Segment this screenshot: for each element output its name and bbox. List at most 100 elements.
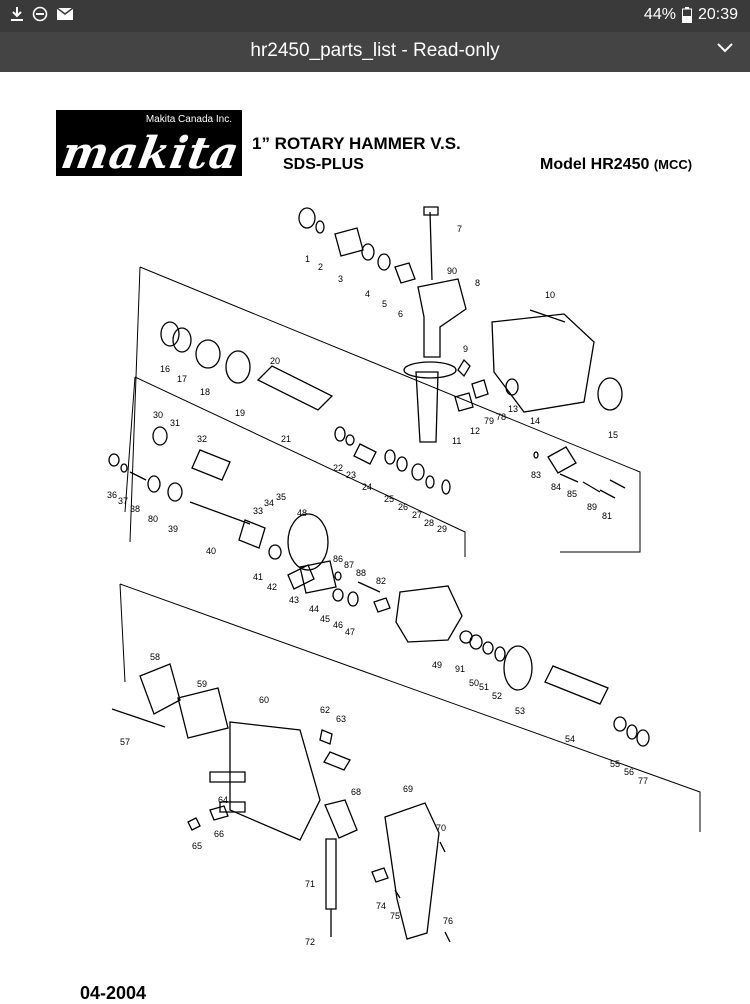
part-label: 34 [264, 498, 274, 508]
chevron-down-icon[interactable] [716, 42, 734, 54]
part-label: 11 [452, 436, 461, 446]
part-label: 89 [587, 502, 597, 512]
part-label: 91 [455, 664, 465, 674]
part-label: 63 [336, 714, 346, 724]
part-label: 71 [305, 879, 315, 889]
part-label: 74 [376, 901, 386, 911]
part-label: 16 [160, 364, 170, 374]
part-label: 77 [638, 776, 648, 786]
part-label: 69 [403, 784, 413, 794]
part-label: 7 [457, 224, 462, 234]
part-label: 76 [443, 916, 453, 926]
model-label: Model HR2450 (MCC) [540, 156, 692, 174]
part-label: 22 [333, 463, 343, 473]
part-label: 79 [484, 416, 494, 426]
part-label: 6 [398, 309, 403, 319]
part-label: 1 [305, 254, 310, 264]
part-label: 64 [218, 795, 228, 805]
part-label: 47 [345, 627, 355, 637]
battery-percent: 44% [643, 6, 676, 23]
part-label: 54 [565, 734, 575, 744]
part-label: 38 [130, 504, 140, 514]
part-label: 3 [338, 274, 343, 284]
part-label: 56 [624, 767, 634, 777]
part-label: 14 [530, 416, 540, 426]
part-label: 51 [479, 682, 489, 692]
part-label: 88 [356, 568, 366, 578]
part-label: 57 [120, 737, 130, 747]
part-label: 70 [436, 823, 446, 833]
part-label: 59 [197, 679, 207, 689]
part-label: 5 [382, 299, 387, 309]
part-label: 29 [437, 524, 447, 534]
part-label: 8 [475, 278, 480, 288]
part-label: 18 [200, 387, 210, 397]
part-label: 33 [253, 506, 263, 516]
part-label: 36 [107, 490, 117, 500]
exploded-view-diagram: 1 2 3 4 5 6 7 8 9 10 11 12 13 14 15 16 1… [107, 206, 701, 947]
part-label: 82 [376, 576, 386, 586]
part-label: 41 [253, 572, 263, 582]
part-label: 30 [153, 410, 163, 420]
part-label: 75 [390, 911, 400, 921]
part-label: 42 [267, 582, 277, 592]
part-label: 60 [259, 695, 269, 705]
product-title: 1” ROTARY HAMMER V.S. [252, 134, 461, 153]
part-label: 24 [362, 482, 372, 492]
part-label: 27 [412, 510, 422, 520]
part-label: 62 [320, 705, 330, 715]
part-label: 17 [177, 374, 187, 384]
part-label: 80 [148, 514, 158, 524]
part-label: 9 [463, 344, 468, 354]
part-label: 78 [496, 412, 506, 422]
do-not-disturb-icon [32, 6, 48, 22]
part-label: 15 [608, 430, 618, 440]
clock: 20:39 [697, 6, 738, 23]
revision-date: 04-2004 [80, 983, 147, 1003]
product-subtitle: SDS-PLUS [283, 156, 364, 173]
part-label: 58 [150, 652, 160, 662]
app-bar: hr2450_parts_list - Read-only [0, 32, 750, 72]
part-label: 86 [333, 554, 343, 564]
part-label: 46 [333, 620, 343, 630]
status-bar: 44% 20:39 [0, 0, 750, 32]
part-label: 12 [470, 426, 480, 436]
part-label: 35 [276, 492, 286, 502]
part-label: 13 [508, 404, 518, 414]
part-label: 72 [305, 937, 315, 947]
part-label: 52 [492, 691, 502, 701]
part-label: 50 [469, 678, 479, 688]
document-page[interactable]: Makita Canada Inc. makita 1” ROTARY HAMM… [0, 72, 750, 1003]
group-outlines [119, 266, 701, 832]
part-label: 23 [346, 470, 356, 480]
document-title: hr2450_parts_list - Read-only [250, 40, 500, 61]
part-label: 53 [515, 706, 525, 716]
part-label: 43 [289, 595, 299, 605]
part-label: 31 [170, 418, 180, 428]
part-label: 81 [602, 511, 612, 521]
part-label: 83 [531, 470, 541, 480]
part-label: 90 [447, 266, 457, 276]
part-label: 85 [567, 489, 577, 499]
mail-icon [56, 7, 74, 20]
part-label: 65 [192, 841, 202, 851]
part-label: 68 [351, 787, 361, 797]
part-label: 26 [398, 502, 408, 512]
parts-shapes [108, 206, 650, 943]
makita-logo: Makita Canada Inc. makita [56, 110, 244, 179]
part-label: 32 [197, 434, 207, 444]
part-label: 39 [168, 524, 178, 534]
part-label: 25 [384, 494, 394, 504]
part-number-labels: 1 2 3 4 5 6 7 8 9 10 11 12 13 14 15 16 1… [107, 224, 648, 947]
part-label: 2 [318, 262, 323, 272]
part-label: 28 [424, 518, 434, 528]
part-label: 87 [344, 560, 354, 570]
download-icon [11, 7, 23, 21]
part-label: 37 [118, 496, 128, 506]
battery-icon [681, 7, 692, 23]
model-suffix: (MCC) [653, 157, 693, 172]
part-label: 10 [545, 290, 555, 300]
part-label: 55 [610, 759, 620, 769]
part-label: 48 [297, 508, 307, 518]
part-label: 20 [270, 356, 280, 366]
